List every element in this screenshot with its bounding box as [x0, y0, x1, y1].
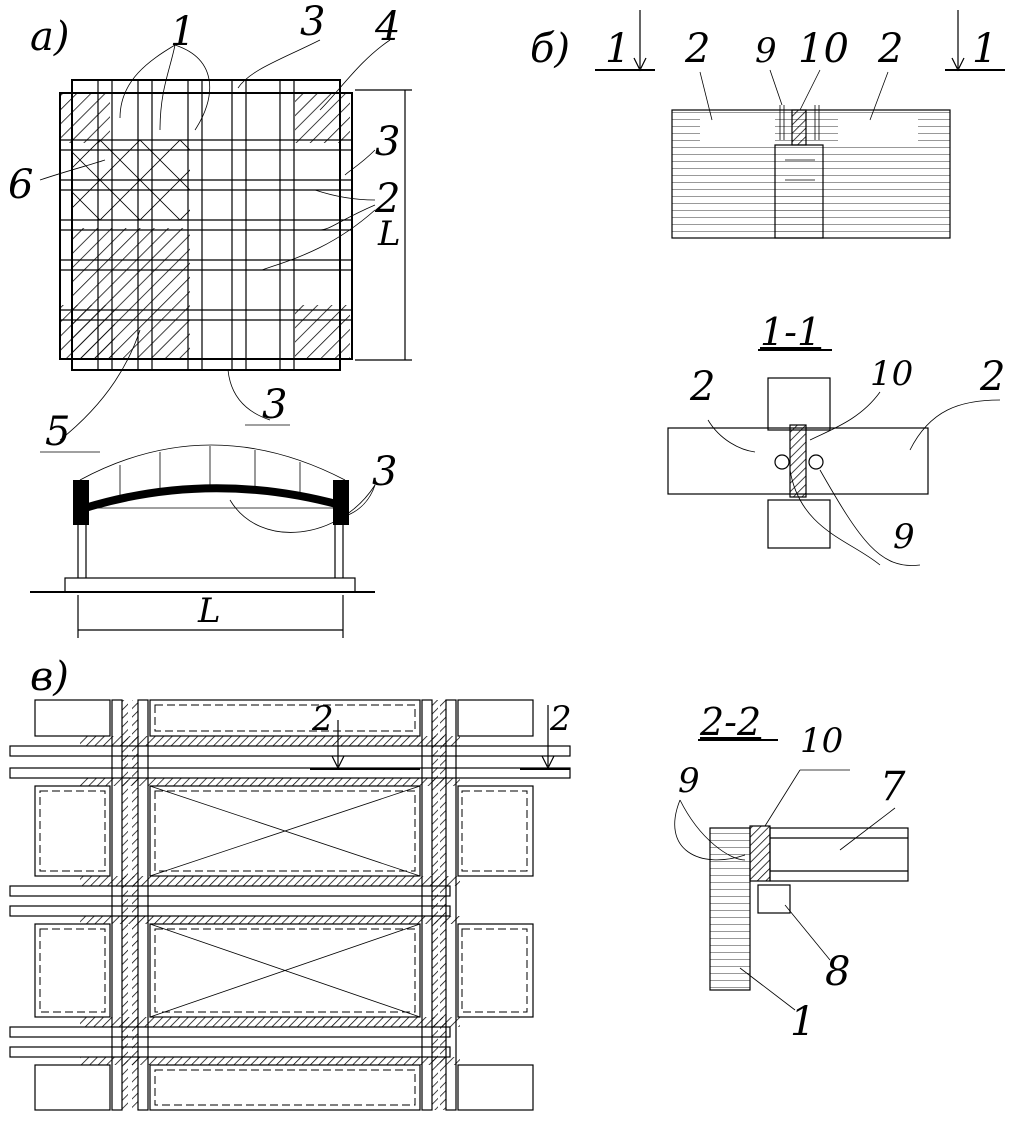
callout-6: 6: [8, 162, 33, 208]
section-1-1-label-10: 10: [870, 354, 913, 394]
bracket-8: [757, 884, 791, 914]
arch-verticals: [119, 446, 301, 497]
section-2-2-label-8: 8: [825, 949, 850, 995]
section-mark-right: 1: [972, 26, 997, 72]
post-top: [767, 377, 831, 431]
callout-4: 4: [374, 4, 400, 50]
section-mark-left: 1: [605, 26, 630, 72]
purlin-7: [769, 827, 909, 882]
right-support: [333, 480, 349, 525]
section-2-2-title: 2-2: [699, 700, 761, 744]
main-beam-section: [710, 828, 750, 990]
callout-3-top: 3: [300, 0, 325, 45]
section-1-1-label-2-right: 2: [979, 354, 1005, 400]
purlins: [60, 139, 352, 321]
label-2-left: 2: [684, 26, 710, 72]
corner-brace-tr: [295, 93, 350, 143]
view-v-plan: в): [9, 654, 572, 1111]
hatched-panel-zone: [72, 228, 190, 358]
section-cut-2-label-right: 2: [549, 699, 572, 739]
main-beams: [97, 79, 295, 371]
corner-brace-tl: [60, 93, 110, 143]
panels: [34, 699, 534, 1111]
callout-5: 5: [45, 409, 70, 455]
elevation-dimension-l: L: [197, 591, 221, 631]
section-cut-2: 2 2: [310, 699, 572, 770]
vertical-beams: [111, 699, 457, 1111]
plan-outline: [71, 79, 341, 371]
bolt-right: [808, 454, 824, 470]
label-10: 10: [798, 26, 849, 72]
callout-2: 2: [374, 176, 400, 222]
bolt-left: [774, 454, 790, 470]
left-support: [73, 480, 89, 525]
view-v-title: в): [30, 654, 69, 700]
section-1-1-title: 1-1: [760, 310, 821, 354]
post-bottom: [767, 499, 831, 549]
section-2-2-label-7: 7: [880, 764, 906, 810]
dimension-l-vertical: [355, 89, 412, 361]
view-b-detail: б) 1 1 2 9 10 2: [530, 10, 1005, 239]
elevation-callout-3: 3: [372, 449, 397, 495]
view-b-title: б): [530, 26, 570, 72]
plate-section: [790, 425, 806, 497]
plan-ring-outline: [59, 92, 353, 360]
plan-leaders: [39, 39, 391, 441]
section-1-1-label-9: 9: [893, 517, 915, 557]
arch-rib: [83, 484, 342, 512]
section-2-2-label-10: 10: [800, 721, 843, 761]
section-2-2-label-1: 1: [790, 999, 815, 1045]
foundation: [64, 577, 356, 593]
horizontal-beams: [9, 736, 571, 1065]
corner-brace-br: [295, 305, 350, 359]
callout-3-bottom: 3: [262, 382, 287, 428]
view-a-plan: а): [8, 0, 412, 455]
section-2-2-label-9: 9: [678, 761, 700, 801]
section-1-1: 1-1 2 10 2 9: [667, 310, 1005, 566]
section-1-1-label-2-left: 2: [689, 364, 715, 410]
callout-l-plan: L: [377, 214, 401, 254]
section-2-2: 2-2 9 10 7 8 1: [674, 700, 909, 1045]
section-cut-2-label-left: 2: [311, 699, 334, 739]
view-a-title: а): [30, 14, 69, 60]
plate-10: [792, 110, 806, 145]
label-2-right: 2: [877, 26, 903, 72]
arch-top: [79, 444, 346, 481]
callout-3-right: 3: [375, 119, 400, 165]
callout-1: 1: [170, 9, 195, 55]
plate-2-2: [750, 826, 770, 881]
view-a-elevation: 3 L: [30, 444, 397, 638]
label-9: 9: [755, 31, 777, 71]
